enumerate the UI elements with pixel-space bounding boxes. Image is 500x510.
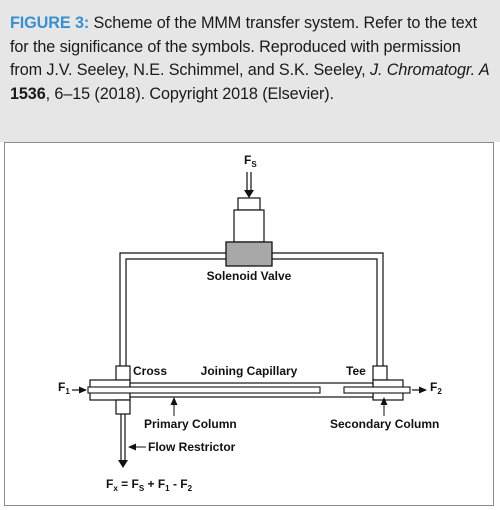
- valve-inlet-fitting: [237, 197, 261, 211]
- caption-text-1: Scheme of the MMM transfer system. Refer…: [10, 14, 477, 79]
- solenoid-valve-label: Solenoid Valve: [207, 269, 292, 283]
- label-pointers: [128, 397, 388, 451]
- flow-restrictor-line: [118, 414, 128, 468]
- tee-fitting: [372, 365, 404, 401]
- caption-box: FIGURE 3: Scheme of the MMM transfer sys…: [0, 0, 500, 142]
- cross-label: Cross: [133, 364, 167, 378]
- fs-inlet-arrow: [244, 172, 254, 198]
- eq-fx-sub: x: [113, 484, 118, 493]
- eq-plus-f: + F: [144, 477, 165, 491]
- fs-label-sub: S: [251, 160, 257, 169]
- flow-restrictor-label: Flow Restrictor: [148, 440, 236, 454]
- caption-text-2: , 6–15 (2018). Copyright 2018 (Elsevier)…: [45, 84, 334, 103]
- f2-label-sub: 2: [437, 387, 442, 396]
- valve-gas-lines: [119, 252, 384, 370]
- eq-fs-sub: S: [139, 484, 145, 493]
- fs-label-main: F: [244, 153, 251, 167]
- tee-label: Tee: [346, 364, 366, 378]
- primary-column-label: Primary Column: [144, 417, 237, 431]
- eq-minus-f: - F: [170, 477, 188, 491]
- figure-caption: FIGURE 3: Scheme of the MMM transfer sys…: [10, 12, 494, 106]
- solenoid-valve-body: [225, 241, 273, 267]
- secondary-column: [343, 386, 411, 394]
- eq-f2-sub: 2: [188, 484, 193, 493]
- journal-volume: 1536: [10, 84, 46, 103]
- f1-label: F1: [58, 380, 70, 396]
- primary-column: [87, 386, 321, 394]
- joining-capillary-label: Joining Capillary: [201, 364, 298, 378]
- eq-equals-f: = F: [118, 477, 139, 491]
- eq-fx: F: [106, 477, 113, 491]
- f2-label: F2: [430, 380, 442, 396]
- journal-name: J. Chromatogr. A: [369, 61, 490, 79]
- f1-label-sub: 1: [65, 387, 70, 396]
- fs-label: FS: [244, 153, 257, 169]
- flow-equation: Fx = FS + F1 - F2: [106, 477, 193, 493]
- f2-label-main: F: [430, 380, 437, 394]
- eq-f1-sub: 1: [165, 484, 170, 493]
- secondary-column-label: Secondary Column: [330, 417, 439, 431]
- valve-fitting: [233, 209, 265, 243]
- figure-label: FIGURE 3:: [10, 14, 90, 32]
- f1-label-main: F: [58, 380, 65, 394]
